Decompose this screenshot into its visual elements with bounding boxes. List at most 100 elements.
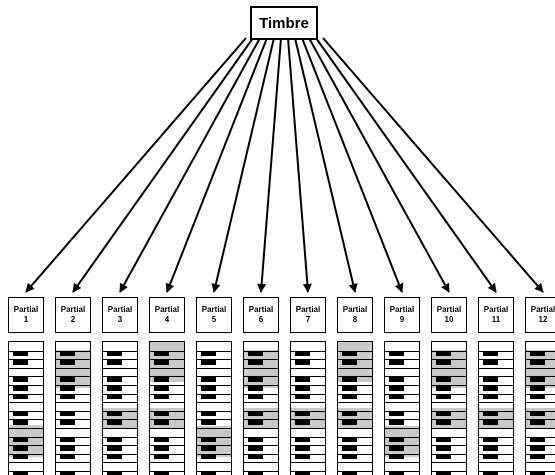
white-key-divider [291,471,325,472]
black-key [154,360,169,365]
white-key-divider [103,368,137,369]
partial-label: Partial [389,305,415,314]
white-key-divider [338,445,372,446]
black-key [154,472,169,475]
black-key [436,454,451,459]
white-key-divider [432,445,466,446]
black-key [154,377,169,382]
white-key-divider [150,402,184,403]
black-key [483,360,498,365]
black-key [530,351,545,356]
white-key-divider [9,419,43,420]
black-key [154,411,169,416]
white-key-divider [244,462,278,463]
white-key-divider [56,419,90,420]
black-key [248,411,263,416]
white-key-divider [291,462,325,463]
keyboard-9 [384,341,420,475]
black-key [342,411,357,416]
black-key [342,446,357,451]
keyboard-1 [8,341,44,475]
white-key-divider [479,368,513,369]
partial-number: 7 [305,315,311,324]
white-key-divider [291,428,325,429]
black-key [13,394,28,399]
keyboard-5 [196,341,232,475]
black-key [342,394,357,399]
black-key [530,472,545,475]
black-key [436,472,451,475]
black-key [13,437,28,442]
black-key [436,420,451,425]
black-key [13,360,28,365]
keyboard-12 [525,341,555,475]
arrow-7 [287,37,312,293]
black-key [60,394,75,399]
partial-label: Partial [342,305,368,314]
black-key [154,394,169,399]
arrow-11 [315,37,497,293]
black-key [483,411,498,416]
black-key [389,351,404,356]
black-key [295,411,310,416]
arrow-1 [25,37,247,293]
white-key-divider [244,402,278,403]
white-key-divider [197,428,231,429]
partial-label: Partial [60,305,86,314]
black-key [389,437,404,442]
white-key-divider [432,471,466,472]
white-key-divider [432,385,466,386]
black-key [154,454,169,459]
white-key-divider [479,428,513,429]
black-key [483,420,498,425]
white-key-divider [291,385,325,386]
black-key [201,351,216,356]
white-key-divider [9,462,43,463]
keyboard-2 [55,341,91,475]
black-key [248,446,263,451]
white-key-divider [103,462,137,463]
black-key [436,411,451,416]
white-key-divider [244,376,278,377]
black-key [530,377,545,382]
white-key-divider [385,419,419,420]
partial-label: Partial [154,305,180,314]
partial-number: 5 [211,315,217,324]
white-key-divider [150,445,184,446]
white-key-divider [244,359,278,360]
white-key-divider [526,428,555,429]
white-key-divider [103,471,137,472]
white-key-divider [526,368,555,369]
black-key [13,420,28,425]
black-key [295,454,310,459]
white-key-divider [9,471,43,472]
black-key [436,437,451,442]
white-key-divider [526,359,555,360]
white-key-divider [150,419,184,420]
black-key [107,437,122,442]
white-key-divider [432,376,466,377]
white-key-divider [197,385,231,386]
white-key-divider [338,419,372,420]
white-key-divider [56,471,90,472]
partial-label: Partial [248,305,274,314]
white-key-divider [150,376,184,377]
black-key [342,437,357,442]
black-key [248,351,263,356]
white-key-divider [103,385,137,386]
black-key [201,420,216,425]
white-key-divider [103,359,137,360]
partial-number: 10 [444,315,454,324]
white-key-divider [9,445,43,446]
white-key-divider [9,428,43,429]
white-key-divider [338,376,372,377]
white-key-divider [9,368,43,369]
black-key [60,446,75,451]
white-key-divider [291,368,325,369]
